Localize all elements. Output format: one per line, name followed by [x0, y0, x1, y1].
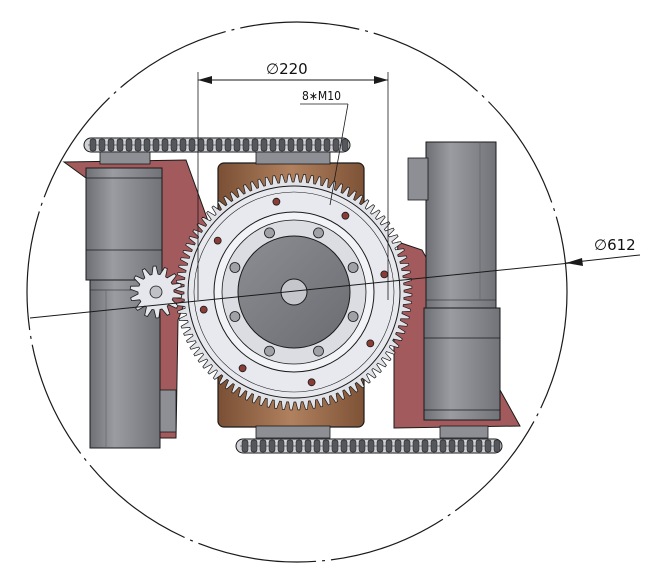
chain-link	[179, 138, 187, 152]
chain-link	[475, 439, 483, 453]
chain-link	[250, 439, 258, 453]
bolt-hole	[264, 227, 275, 239]
chain-link	[170, 138, 178, 152]
chain-link	[439, 439, 447, 453]
bolt-hole	[238, 364, 247, 373]
bolt-hole	[307, 378, 316, 387]
chain-link	[287, 138, 295, 152]
bolt-spec-text: 8∗M10	[302, 89, 341, 103]
chain-link	[268, 439, 276, 453]
bottom-shaft-right	[439, 425, 489, 439]
chain-link	[304, 439, 312, 453]
dim-220-text: ∅220	[266, 60, 308, 78]
centerline	[29, 261, 581, 319]
chain-link	[296, 138, 304, 152]
dim-220-arrow-left	[198, 76, 212, 84]
chain-link	[277, 439, 285, 453]
bolt-hole	[347, 311, 359, 322]
bottom-chain	[235, 438, 503, 454]
bolt-hole	[341, 211, 350, 220]
chain-link	[242, 138, 250, 152]
chain-link	[349, 439, 357, 453]
dim-220-arrow-right	[374, 76, 388, 84]
chain-link	[295, 439, 303, 453]
bolt-hole	[213, 236, 222, 245]
bolt-hole	[229, 311, 241, 322]
chain-link	[493, 439, 501, 453]
chain-link	[394, 439, 402, 453]
chain-link	[260, 138, 268, 152]
bolt-hole	[229, 262, 241, 273]
chain-link	[340, 439, 348, 453]
top-chain	[83, 137, 351, 153]
chain-link	[116, 138, 124, 152]
chain-link	[233, 138, 241, 152]
dim-612-arrow	[566, 258, 583, 266]
chain-link	[332, 138, 340, 152]
chain-link	[322, 439, 330, 453]
chain-link	[278, 138, 286, 152]
chain-link	[125, 138, 133, 152]
chain-link	[448, 439, 456, 453]
bolt-hole	[380, 270, 389, 279]
chain-link	[376, 439, 384, 453]
chain-link	[313, 439, 321, 453]
chain-link	[206, 138, 214, 152]
chain-link	[107, 138, 115, 152]
chain-link	[341, 138, 349, 152]
chain-link	[367, 439, 375, 453]
chain-link	[269, 138, 277, 152]
bolt-hole	[313, 345, 324, 357]
chain-link	[143, 138, 151, 152]
chain-link	[403, 439, 411, 453]
chain-link	[152, 138, 160, 152]
chain-link	[286, 439, 294, 453]
top-shaft-left	[99, 151, 151, 165]
bolt-hole	[366, 339, 375, 348]
chain-link	[314, 138, 322, 152]
chain-link	[305, 138, 313, 152]
chain-link	[259, 439, 267, 453]
chain-link	[466, 439, 474, 453]
chain-link	[188, 138, 196, 152]
dim-612-text: ∅612	[594, 236, 636, 254]
bolt-hole	[347, 262, 359, 273]
bolt-hole	[264, 345, 275, 357]
chain-link	[412, 439, 420, 453]
chain-link	[358, 439, 366, 453]
chain-link	[430, 439, 438, 453]
chain-link	[89, 138, 97, 152]
chain-link	[251, 138, 259, 152]
outer-bolt-circle	[199, 197, 389, 387]
chain-link	[224, 138, 232, 152]
bolt-hole	[199, 305, 208, 314]
outer-circle	[26, 21, 568, 563]
bottom-shaft-center	[255, 425, 331, 439]
chain-link	[197, 138, 205, 152]
bolt-hole	[313, 227, 324, 239]
chain-link	[421, 439, 429, 453]
top-shaft-center	[255, 151, 331, 165]
right-motor	[407, 141, 501, 421]
chain-link	[98, 138, 106, 152]
bolt-spec-leader	[329, 103, 349, 206]
chain-link	[241, 439, 249, 453]
chain-link	[215, 138, 223, 152]
chain-link	[331, 439, 339, 453]
bolt-hole	[272, 197, 281, 206]
pinion-gear	[129, 265, 183, 319]
chain-link	[457, 439, 465, 453]
chain-link	[161, 138, 169, 152]
chain-link	[323, 138, 331, 152]
chain-link	[385, 439, 393, 453]
gear-rim-line	[193, 191, 395, 393]
inner-bolt-circle	[229, 227, 359, 357]
chain-link	[134, 138, 142, 152]
chain-link	[484, 439, 492, 453]
